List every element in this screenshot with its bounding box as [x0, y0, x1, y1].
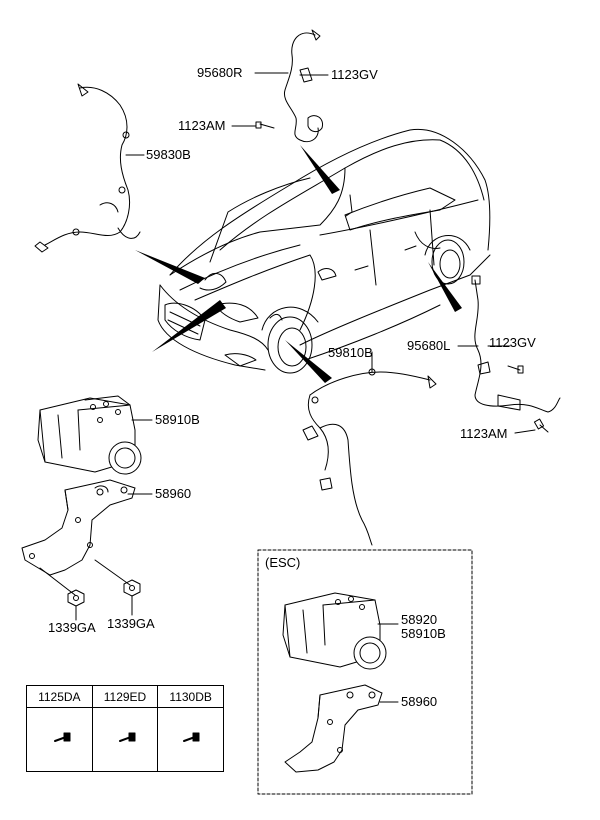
label-rear-cable: 59810B — [328, 345, 373, 360]
rear-left-wheel-sensor — [471, 275, 561, 433]
front-right-wheel-sensor — [255, 29, 324, 143]
esc-box-title: (ESC) — [265, 555, 301, 570]
label-nut-left: 1339GA — [48, 620, 96, 635]
esc-box-border — [257, 549, 473, 795]
table-cell — [26, 707, 93, 772]
label-esc-unit-b: 58910B — [401, 626, 446, 641]
nut-right-icon — [123, 579, 141, 597]
label-bolt-lower-right: 1123GV — [489, 335, 536, 350]
nut-left-icon — [67, 589, 85, 607]
abs-hydraulic-unit — [37, 395, 142, 475]
esc-hydraulic-unit — [282, 592, 387, 670]
fastener-parts-table: 1125DA 1129ED 1130DB — [26, 685, 224, 772]
vehicle-illustration — [157, 128, 491, 374]
label-leader-lines — [75, 72, 536, 703]
label-bolt-upper-right: 1123GV — [331, 67, 378, 82]
table-cell — [91, 707, 159, 772]
label-front-right-sensor: 95680R — [197, 65, 243, 80]
table-cell — [157, 707, 224, 772]
label-abs-unit: 58910B — [155, 412, 200, 427]
label-esc-unit-a: 58920 — [401, 612, 438, 627]
leader-arrows — [135, 145, 462, 383]
label-esc-bracket: 58960 — [401, 694, 438, 709]
label-bolt-lower-right-am: 1123AM — [460, 426, 508, 441]
table-header-cell: 1125DA — [26, 685, 93, 708]
rear-wheel-sensor-cable — [302, 368, 437, 546]
label-nut-right: 1339GA — [107, 616, 155, 631]
front-left-wheel-sensor-cable — [34, 83, 141, 253]
esc-bracket — [284, 684, 383, 773]
label-front-left-cable: 59830B — [146, 147, 191, 162]
abs-bracket — [21, 479, 136, 596]
label-bolt-upper-right-am: 1123AM — [178, 118, 226, 133]
table-header-cell: 1129ED — [91, 685, 159, 708]
label-abs-bracket: 58960 — [155, 486, 192, 501]
label-rear-left-sensor: 95680L — [407, 338, 451, 353]
table-header-cell: 1130DB — [157, 685, 224, 708]
